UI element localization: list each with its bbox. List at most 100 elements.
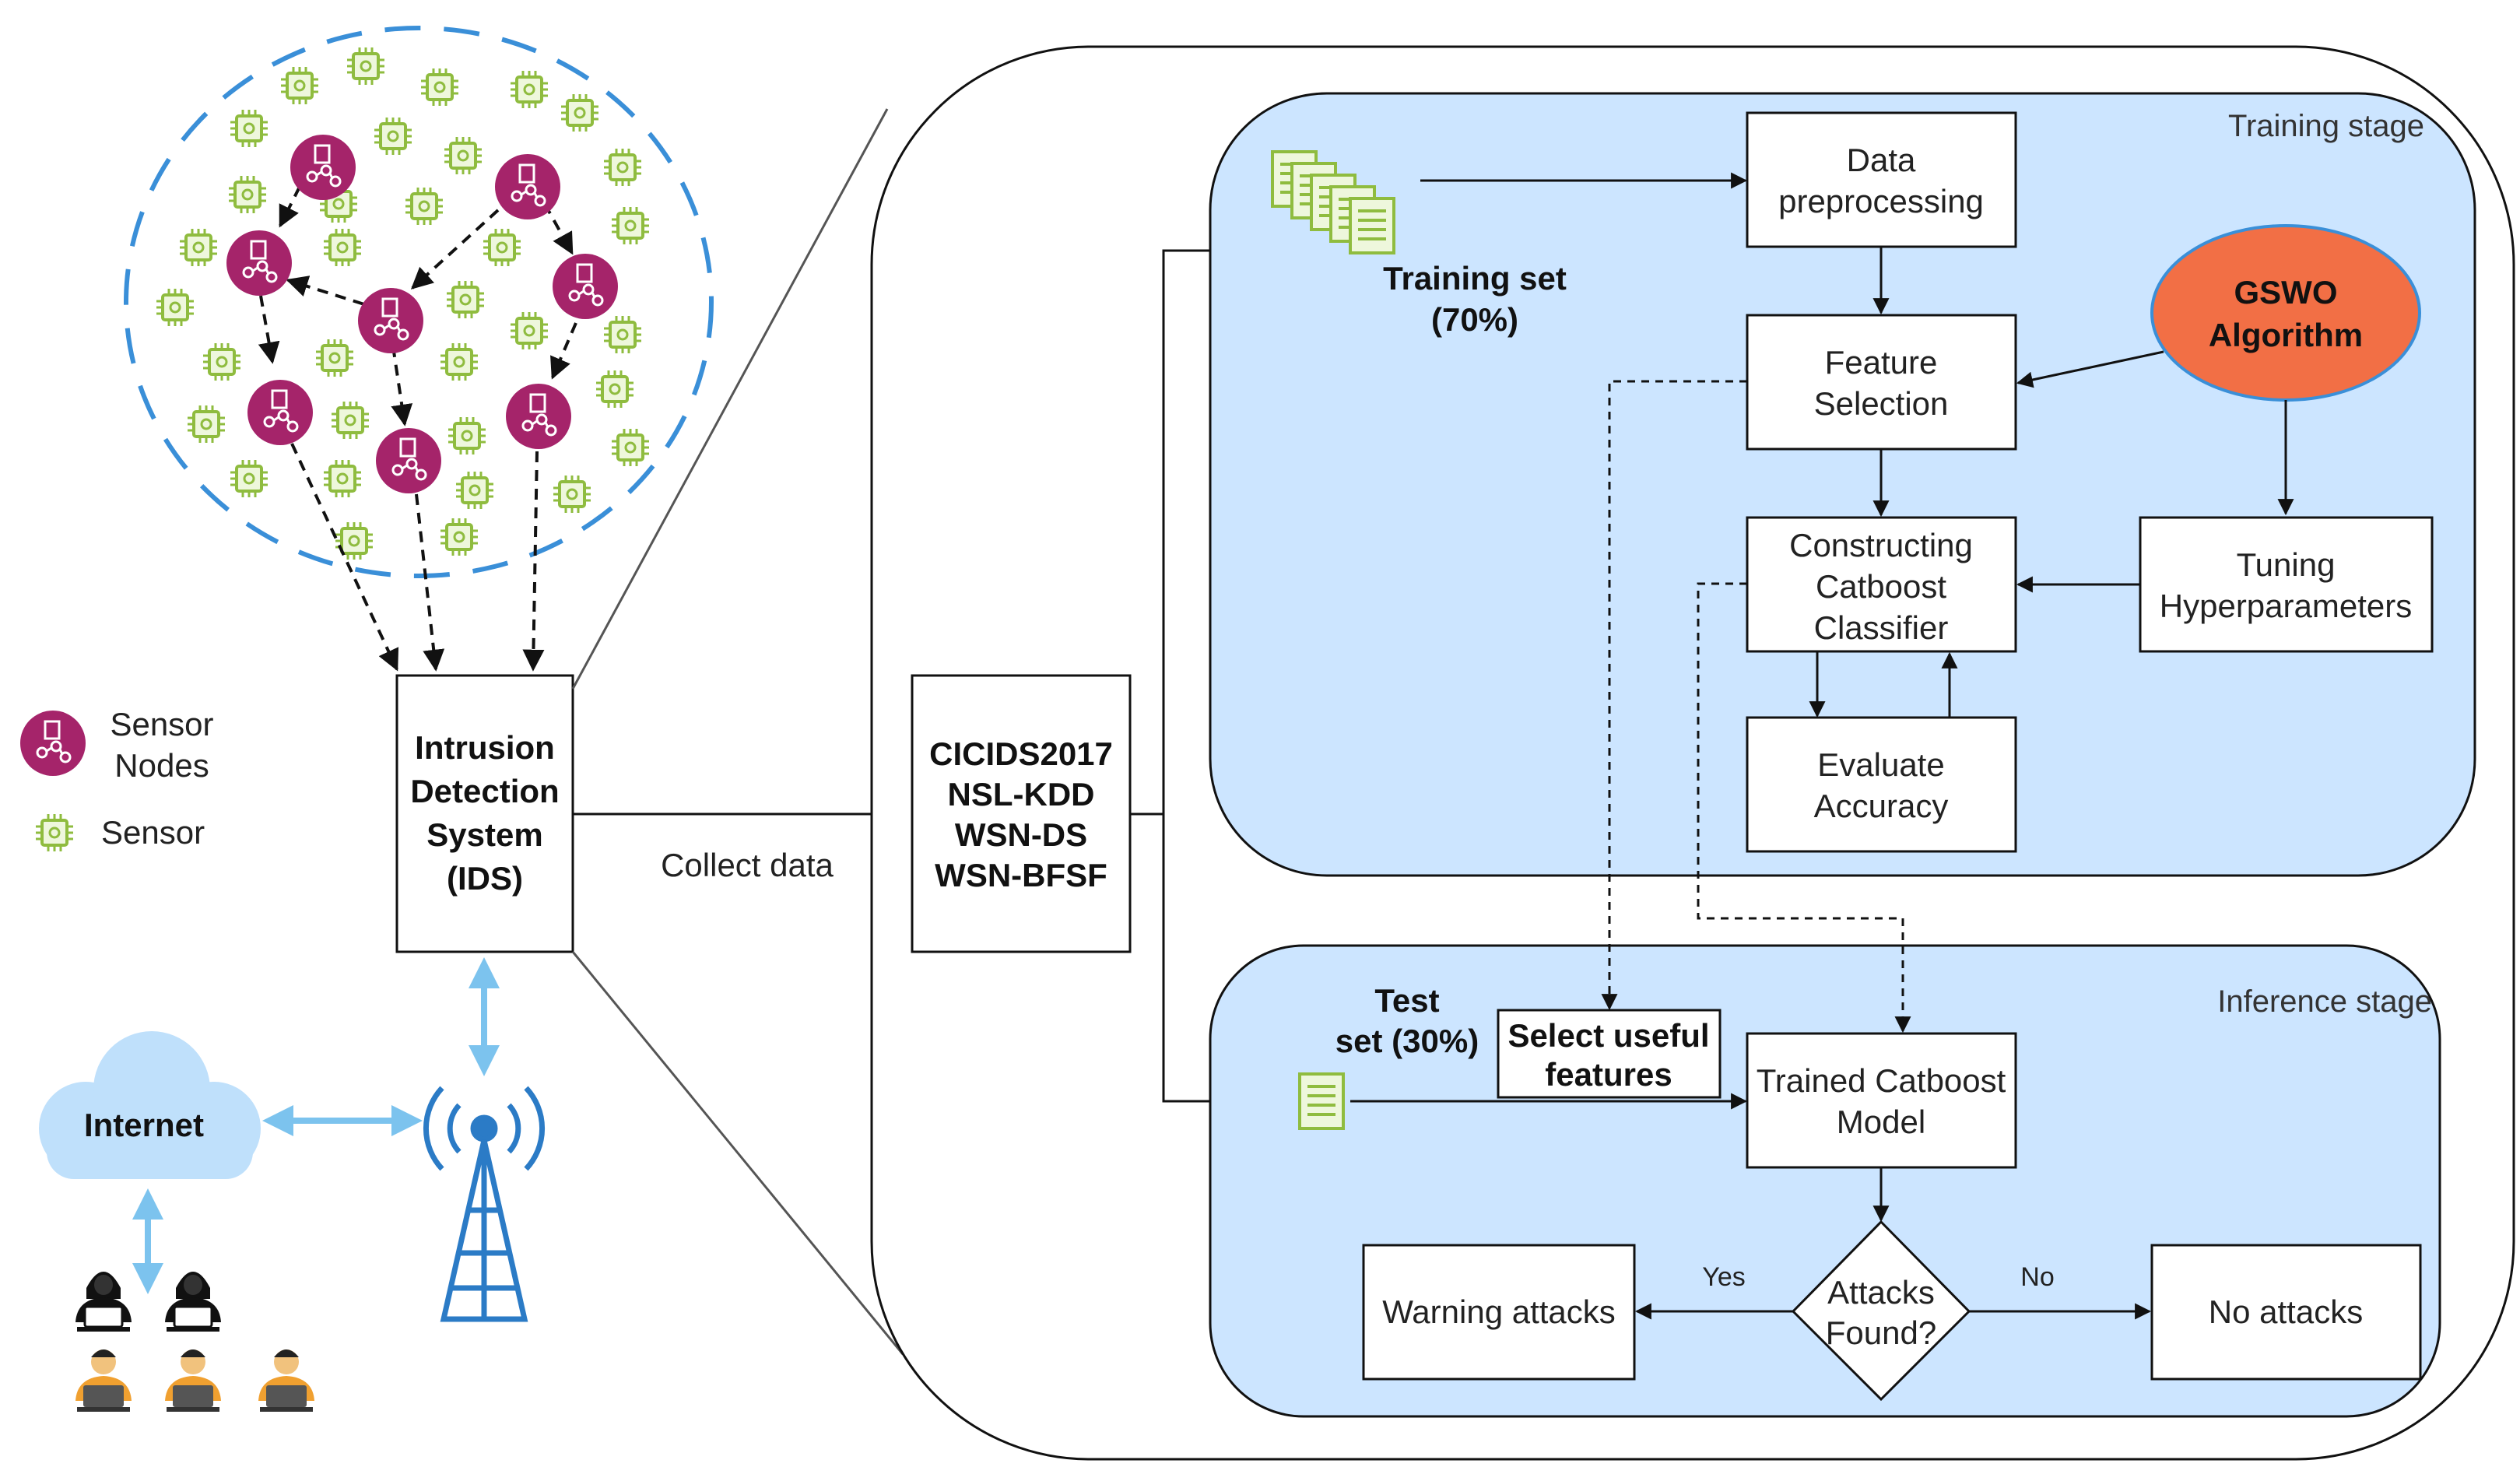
select-useful-line2: features bbox=[1545, 1056, 1672, 1093]
feature-selection-line1: Feature bbox=[1825, 344, 1938, 381]
sensor-icon bbox=[602, 314, 643, 355]
trained-model-line1: Trained Catboost bbox=[1757, 1062, 2006, 1099]
no-label: No bbox=[2020, 1262, 2054, 1292]
tower-icon bbox=[423, 1086, 546, 1322]
sensor-icon bbox=[202, 342, 242, 382]
ids-line-2: Detection bbox=[410, 773, 559, 809]
sensor-icon bbox=[443, 135, 483, 176]
tuning-hyperparameters-box: Tuning Hyperparameters bbox=[2139, 516, 2434, 653]
feature-selection-box: Feature Selection bbox=[1746, 314, 2017, 451]
sensor-icon bbox=[419, 67, 460, 107]
sensor-icon bbox=[509, 69, 549, 110]
sensor-icon bbox=[439, 517, 479, 557]
hacker-icon bbox=[163, 1270, 223, 1333]
training-set-label-line1: Training set bbox=[1383, 260, 1567, 297]
sensor-icon bbox=[314, 338, 355, 378]
evaluate-line2: Accuracy bbox=[1814, 788, 1949, 824]
sensor-icon bbox=[610, 427, 651, 468]
sensor-icon bbox=[595, 369, 635, 409]
sensor-icon bbox=[322, 458, 363, 499]
sensor-icon bbox=[560, 93, 600, 133]
dataset-wsn-bfsf: WSN-BFSF bbox=[935, 857, 1107, 893]
decision-line1: Attacks bbox=[1827, 1274, 1935, 1311]
users-group bbox=[74, 1270, 314, 1412]
sensor-icon bbox=[334, 521, 374, 561]
data-preprocessing-box: Data preprocessing bbox=[1746, 111, 2017, 248]
select-useful-features-box: Select useful features bbox=[1497, 1009, 1722, 1099]
evaluate-line1: Evaluate bbox=[1817, 746, 1944, 783]
legend-sensor-nodes-line1: Sensor bbox=[110, 706, 213, 742]
wsn-boundary bbox=[124, 26, 714, 578]
sensor-icon bbox=[178, 227, 219, 268]
sensor-node-group bbox=[225, 133, 619, 495]
gswo-line2: Algorithm bbox=[2209, 317, 2363, 353]
trained-model-box: Trained Catboost Model bbox=[1746, 1032, 2017, 1169]
tuning-line2: Hyperparameters bbox=[2160, 588, 2412, 624]
sensor-node-icon bbox=[374, 426, 443, 495]
user-icon bbox=[75, 1349, 132, 1412]
trained-model-line2: Model bbox=[1837, 1104, 1925, 1140]
sensor-node-icon bbox=[504, 382, 573, 451]
sensor-icon bbox=[447, 416, 487, 456]
ids-line-4: (IDS) bbox=[447, 860, 523, 897]
yes-label: Yes bbox=[1702, 1262, 1745, 1292]
evaluate-accuracy-box: Evaluate Accuracy bbox=[1746, 716, 2017, 853]
tuning-line1: Tuning bbox=[2237, 546, 2336, 583]
legend-sensor-nodes-line2: Nodes bbox=[114, 747, 209, 784]
gswo-algorithm-ellipse: GSWO Algorithm bbox=[2150, 224, 2421, 402]
constructing-line2: Catboost bbox=[1816, 568, 1946, 605]
sensor-icon bbox=[279, 65, 320, 106]
classifier-to-model-dashed bbox=[1697, 582, 1911, 1034]
sensor-node-icon bbox=[551, 252, 619, 321]
sensor-icon bbox=[602, 147, 643, 188]
warning-attacks-box: Warning attacks bbox=[1362, 1244, 1636, 1381]
warning-attacks-label: Warning attacks bbox=[1382, 1293, 1616, 1330]
legend: Sensor Nodes Sensor bbox=[19, 706, 214, 853]
sensor-icon bbox=[186, 404, 226, 444]
sensor-icon bbox=[346, 46, 386, 86]
dataset-nsl-kdd: NSL-KDD bbox=[948, 776, 1095, 812]
sensor-node-icon bbox=[246, 378, 314, 447]
inference-stage-title: Inference stage bbox=[2217, 984, 2432, 1019]
zoom-line-bottom bbox=[571, 951, 904, 1355]
sensor-icon bbox=[229, 458, 269, 499]
no-attacks-box: No attacks bbox=[2150, 1244, 2422, 1381]
sensor-icon bbox=[227, 174, 268, 215]
ids-box: Intrusion Detection System (IDS) bbox=[395, 674, 574, 953]
internet-cloud: Internet bbox=[39, 1031, 261, 1179]
preprocessing-line1: Data bbox=[1847, 142, 1916, 178]
sensor-node-icon bbox=[356, 286, 425, 355]
feature-to-select-dashed bbox=[1601, 380, 1747, 1011]
preprocessing-line2: preprocessing bbox=[1778, 183, 1984, 219]
test-set-doc-icon bbox=[1298, 1072, 1345, 1130]
hacker-icon bbox=[74, 1270, 133, 1333]
constructing-classifier-box: Constructing Catboost Classifier bbox=[1746, 516, 2017, 653]
no-attacks-label: No attacks bbox=[2209, 1293, 2363, 1330]
sensor-nodes-legend-icon bbox=[19, 709, 87, 777]
sensor-node-icon bbox=[493, 153, 562, 221]
sensor-node-icon bbox=[225, 229, 293, 297]
sensor-icon bbox=[330, 400, 370, 440]
sensor-node-icon bbox=[289, 133, 357, 202]
sensor-icon bbox=[155, 287, 195, 328]
sensor-icon bbox=[552, 474, 592, 514]
collect-data-label: Collect data bbox=[661, 847, 834, 883]
gswo-line1: GSWO bbox=[2234, 274, 2338, 311]
test-set-label-line2: set (30%) bbox=[1335, 1023, 1479, 1059]
sensor-icon bbox=[229, 108, 269, 149]
training-stage-title: Training stage bbox=[2228, 109, 2424, 143]
dataset-wsn-ds: WSN-DS bbox=[955, 816, 1087, 853]
gswo-to-feature-arrow bbox=[2016, 350, 2164, 388]
constructing-line1: Constructing bbox=[1789, 527, 1973, 563]
user-icon bbox=[165, 1349, 221, 1412]
sensor-icon bbox=[445, 279, 486, 320]
sensor-icon bbox=[455, 470, 495, 511]
training-set-label-line2: (70%) bbox=[1431, 301, 1518, 338]
sensor-icon bbox=[509, 311, 549, 351]
internet-label: Internet bbox=[84, 1107, 204, 1143]
zoom-line-top bbox=[571, 108, 889, 690]
ids-line-3: System bbox=[426, 816, 542, 853]
sensor-legend-icon bbox=[34, 812, 75, 853]
routing-links bbox=[258, 186, 577, 672]
